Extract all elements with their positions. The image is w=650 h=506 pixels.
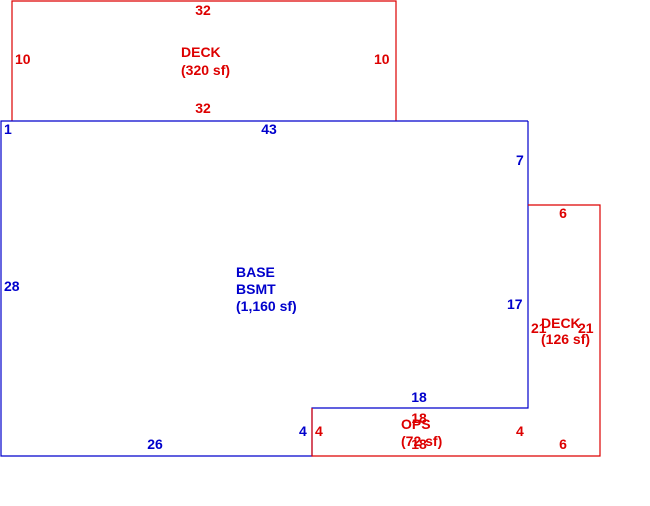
ops-area: 18 4 4 OPS (72 sf) 18 — [311, 408, 528, 457]
base-dim-bottom: 26 — [147, 436, 163, 452]
deck-right-dim-left: 21 — [531, 320, 547, 336]
deck-right-outline — [528, 204, 601, 457]
ops-outline — [311, 408, 528, 457]
deck-right-area-label: (126 sf) — [541, 331, 590, 347]
deck-right-dim-bottom: 6 — [559, 436, 567, 452]
base-label-line2: BSMT — [236, 281, 276, 297]
ops-dim-top: 18 — [411, 410, 427, 426]
base-dim-notch-horizontal: 18 — [411, 389, 427, 405]
base-dim-notch-vertical: 4 — [299, 423, 307, 439]
deck-right-dim-top: 6 — [559, 205, 567, 221]
deck-right-area: 6 21 21 DECK (126 sf) 6 — [528, 204, 601, 457]
ops-dim-bottom: 18 — [411, 436, 427, 452]
deck-top-area-label: (320 sf) — [181, 62, 230, 78]
deck-top-dim-left: 10 — [15, 51, 31, 67]
ops-label: OPS — [401, 416, 431, 432]
ops-area-label: (72 sf) — [401, 433, 442, 449]
base-dim-top: 43 — [261, 121, 277, 137]
base-area: 1 43 7 28 17 18 4 26 BASE BSMT (1,160 sf… — [0, 120, 529, 457]
base-dim-corner: 1 — [4, 121, 12, 137]
deck-top-dim-bottom: 32 — [195, 100, 211, 116]
ops-dim-right: 4 — [516, 423, 524, 439]
base-label-line1: BASE — [236, 264, 275, 280]
deck-right-label: DECK — [541, 315, 581, 331]
deck-top-dim-top: 32 — [195, 2, 211, 18]
base-area-label: (1,160 sf) — [236, 298, 297, 314]
base-dim-right-lower: 17 — [507, 296, 523, 312]
deck-top-dim-right: 10 — [374, 51, 390, 67]
deck-top-area: 32 32 10 10 DECK (320 sf) — [11, 0, 397, 121]
base-dim-left: 28 — [4, 278, 20, 294]
deck-top-label: DECK — [181, 44, 221, 60]
ops-dim-left: 4 — [315, 423, 323, 439]
deck-top-outline — [11, 0, 397, 121]
base-dim-right-upper: 7 — [516, 152, 524, 168]
deck-right-dim-right: 21 — [578, 320, 594, 336]
